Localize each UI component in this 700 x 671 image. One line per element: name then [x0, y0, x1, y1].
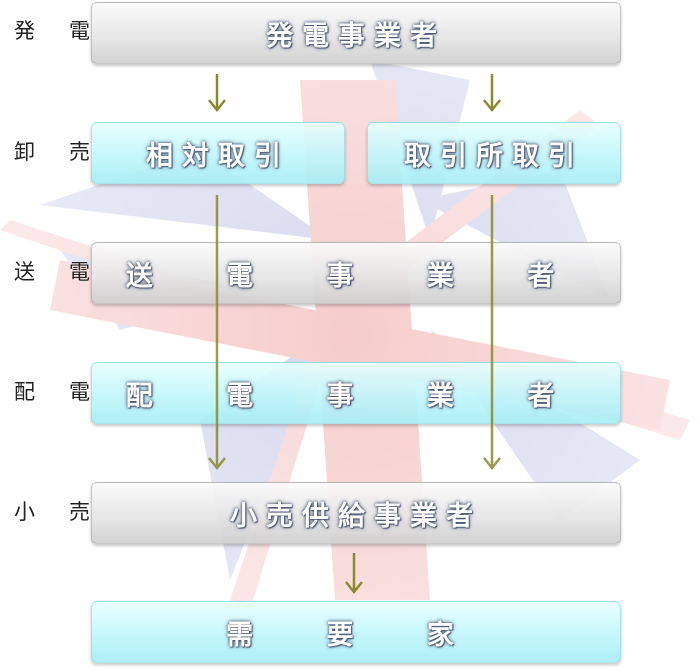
row-label-distribution: 配 電 [14, 376, 90, 406]
label-text: 配 [14, 380, 35, 404]
bilateral-trade-text: 相対取引 [146, 140, 290, 172]
label-text-second-char: 売 [69, 500, 90, 524]
label-text: 送 [14, 260, 35, 284]
row-label-generation: 発 電 [14, 15, 90, 45]
consumer-text: 需 要 家 [226, 619, 486, 651]
generator-text: 発電事業者 [266, 20, 446, 52]
label-text: 卸 [14, 140, 35, 164]
distribution-text: 配 電 事 業 者 [125, 380, 587, 412]
row-label-transmission: 送 電 [14, 256, 90, 286]
consumer-box: 需 要 家 [91, 601, 621, 663]
retailer-box: 小売供給事業者 [91, 482, 621, 544]
generator-box: 発電事業者 [91, 2, 621, 64]
label-text-second-char: 電 [69, 19, 90, 43]
exchange-trade-box: 取引所取引 [367, 122, 621, 184]
bilateral-trade-box: 相対取引 [91, 122, 345, 184]
row-label-wholesale: 卸 売 [14, 136, 90, 166]
retailer-text: 小売供給事業者 [230, 500, 482, 532]
label-text: 発 [14, 19, 35, 43]
transmission-text: 送 電 事 業 者 [125, 260, 587, 292]
label-text-second-char: 電 [69, 380, 90, 404]
distribution-box: 配 電 事 業 者 [91, 362, 621, 424]
exchange-trade-text: 取引所取引 [404, 140, 584, 172]
transmission-box: 送 電 事 業 者 [91, 242, 621, 304]
label-text: 小 [14, 500, 35, 524]
row-label-retail: 小 売 [14, 496, 90, 526]
label-text-second-char: 売 [69, 140, 90, 164]
label-text-second-char: 電 [69, 260, 90, 284]
